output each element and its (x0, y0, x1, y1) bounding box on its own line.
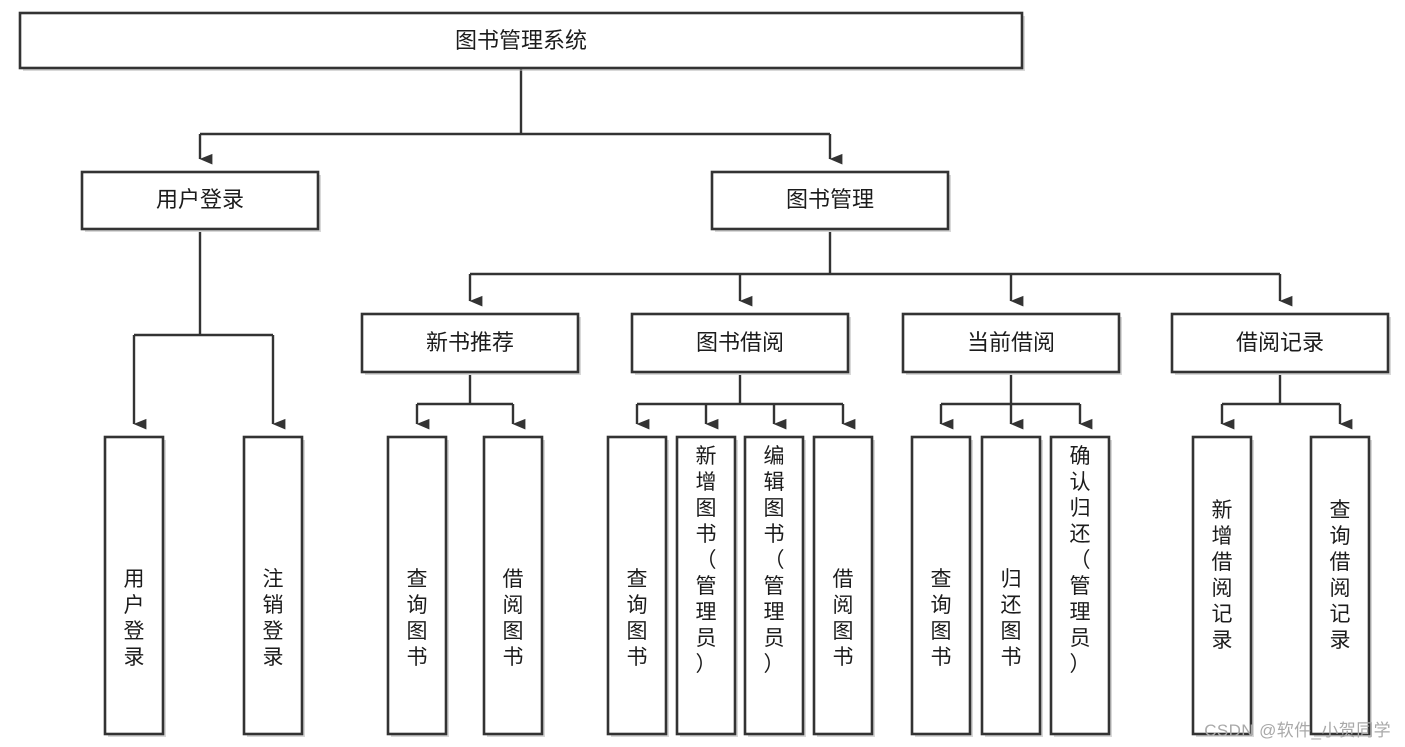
leaf-borrow-book-1-box (482, 435, 544, 736)
leaf-return-book-label: 归还图书 (1001, 568, 1022, 669)
leaf-user-login[interactable]: 用户登录 (103, 435, 166, 737)
leaf-return-book-box (980, 435, 1042, 736)
leaf-borrow-book-2-label: 借阅图书 (833, 568, 854, 669)
node-new-book-recommend[interactable]: 新书推荐 (360, 312, 581, 375)
node-book-management-box (710, 170, 950, 231)
leaf-logout-login-label: 注销登录 (263, 568, 284, 669)
leaf-borrow-book-1-label: 借阅图书 (503, 568, 524, 669)
node-current-borrow-box (901, 312, 1121, 374)
leaf-return-book[interactable]: 归还图书 (980, 435, 1043, 737)
node-borrow-record-box (1170, 312, 1390, 374)
node-book-management[interactable]: 图书管理 (710, 170, 951, 232)
node-user-login-label: 用户登录 (156, 187, 244, 212)
leaf-add-borrow-record-label: 新增借阅记录 (1212, 499, 1233, 652)
leaf-query-book-2-label: 查询图书 (627, 568, 648, 669)
node-root-label: 图书管理系统 (455, 28, 587, 53)
leaf-confirm-return-admin-label: 确认归还（管理员） (1070, 445, 1091, 676)
leaf-edit-book-admin-box (743, 435, 805, 736)
node-user-login[interactable]: 用户登录 (80, 170, 321, 232)
node-book-management-label: 图书管理 (786, 187, 874, 212)
leaf-query-book-1[interactable]: 查询图书 (386, 435, 449, 737)
leaf-query-book-3[interactable]: 查询图书 (910, 435, 973, 737)
node-root-box (18, 11, 1024, 70)
leaf-confirm-return-admin[interactable]: 确认归还（管理员） (1049, 435, 1112, 737)
node-borrow-record-label: 借阅记录 (1236, 330, 1324, 355)
leaf-add-book-admin-box (675, 435, 737, 736)
node-book-borrow-box (630, 312, 850, 374)
node-new-book-recommend-box (360, 312, 580, 374)
leaf-borrow-book-2[interactable]: 借阅图书 (812, 435, 875, 737)
node-user-login-box (80, 170, 320, 231)
leaf-user-login-box (103, 435, 165, 736)
node-new-book-recommend-label: 新书推荐 (426, 330, 514, 355)
csdn-watermark: CSDN @软件_小贺同学 (1204, 721, 1391, 740)
leaf-query-book-1-box (386, 435, 448, 736)
leaf-query-book-3-box (910, 435, 972, 736)
leaf-add-borrow-record-box (1191, 435, 1253, 736)
node-borrow-record[interactable]: 借阅记录 (1170, 312, 1391, 375)
connector-layer (132, 68, 1353, 430)
node-current-borrow[interactable]: 当前借阅 (901, 312, 1122, 375)
leaf-confirm-return-admin-box (1049, 435, 1111, 736)
leaf-user-login-label: 用户登录 (124, 568, 145, 669)
leaf-logout-login-box (242, 435, 304, 736)
leaf-query-book-3-label: 查询图书 (931, 568, 952, 669)
node-book-borrow[interactable]: 图书借阅 (630, 312, 851, 375)
leaf-query-book-1-label: 查询图书 (407, 568, 428, 669)
leaf-edit-book-admin[interactable]: 编辑图书（管理员） (743, 435, 806, 737)
leaf-add-book-admin-label: 新增图书（管理员） (696, 445, 717, 676)
leaf-query-book-2-box (606, 435, 668, 736)
leaf-edit-book-admin-label: 编辑图书（管理员） (764, 445, 785, 676)
leaf-query-borrow-record-box (1309, 435, 1371, 736)
node-current-borrow-label: 当前借阅 (967, 330, 1055, 355)
leaf-add-borrow-record[interactable]: 新增借阅记录 (1191, 435, 1254, 737)
leaf-add-book-admin[interactable]: 新增图书（管理员） (675, 435, 738, 737)
leaf-query-borrow-record-label: 查询借阅记录 (1330, 499, 1351, 652)
leaf-borrow-book-1[interactable]: 借阅图书 (482, 435, 545, 737)
leaf-logout-login[interactable]: 注销登录 (242, 435, 305, 737)
leaf-borrow-book-2-box (812, 435, 874, 736)
leaf-query-borrow-record[interactable]: 查询借阅记录 (1309, 435, 1372, 737)
leaf-query-book-2[interactable]: 查询图书 (606, 435, 669, 737)
node-root[interactable]: 图书管理系统 (18, 11, 1025, 71)
node-book-borrow-label: 图书借阅 (696, 330, 784, 355)
